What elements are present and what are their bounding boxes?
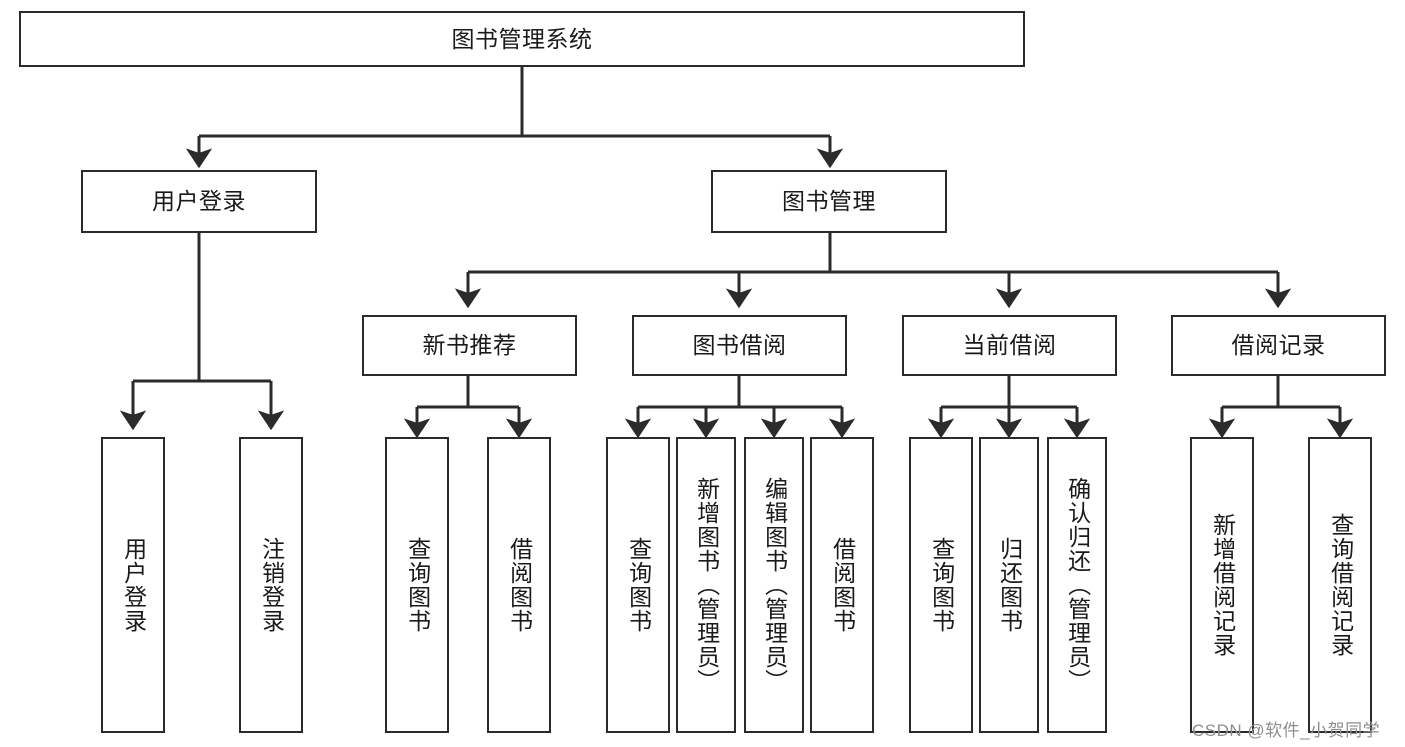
node-new-book-rec[interactable]: 新书推荐 xyxy=(362,315,577,376)
node-borrow-record-label: 借阅记录 xyxy=(1231,332,1326,358)
node-book-borrow-label: 图书借阅 xyxy=(692,332,787,358)
node-leaf-borrow-query-book[interactable]: 查询图书 xyxy=(606,437,670,733)
node-book-manage[interactable]: 图书管理 xyxy=(711,170,947,233)
node-book-manage-label: 图书管理 xyxy=(782,188,876,214)
node-leaf-user-login-label: 用户登录 xyxy=(120,537,147,633)
node-leaf-cur-return-book-label: 归还图书 xyxy=(996,537,1023,633)
node-book-borrow[interactable]: 图书借阅 xyxy=(632,315,847,376)
watermark-label: CSDN @软件_小贺同学 xyxy=(1192,721,1381,740)
node-leaf-rec-add-record[interactable]: 新增借阅记录 xyxy=(1190,437,1254,733)
node-leaf-borrow-edit-book[interactable]: 编辑图书（管理员） xyxy=(744,437,804,733)
node-leaf-cur-query-book-label: 查询图书 xyxy=(928,537,955,633)
node-leaf-rec-query-record[interactable]: 查询借阅记录 xyxy=(1308,437,1372,733)
node-leaf-user-logout-label: 注销登录 xyxy=(258,537,285,633)
node-leaf-rec-query-book[interactable]: 查询图书 xyxy=(385,437,449,733)
node-user-login[interactable]: 用户登录 xyxy=(81,170,317,233)
node-leaf-borrow-edit-book-label: 编辑图书（管理员） xyxy=(761,477,788,693)
node-leaf-rec-query-book-label: 查询图书 xyxy=(404,537,431,633)
node-borrow-record[interactable]: 借阅记录 xyxy=(1171,315,1386,376)
node-leaf-cur-confirm-return-label: 确认归还（管理员） xyxy=(1064,477,1091,693)
node-current-borrow[interactable]: 当前借阅 xyxy=(902,315,1117,376)
node-leaf-cur-confirm-return[interactable]: 确认归还（管理员） xyxy=(1047,437,1107,733)
node-root-label: 图书管理系统 xyxy=(451,25,593,52)
node-current-borrow-label: 当前借阅 xyxy=(962,332,1057,358)
node-leaf-rec-borrow-book[interactable]: 借阅图书 xyxy=(487,437,551,733)
node-leaf-rec-query-record-label: 查询借阅记录 xyxy=(1327,513,1354,657)
node-new-book-rec-label: 新书推荐 xyxy=(422,332,517,358)
node-leaf-cur-query-book[interactable]: 查询图书 xyxy=(909,437,973,733)
node-user-login-label: 用户登录 xyxy=(152,188,246,214)
node-leaf-user-logout[interactable]: 注销登录 xyxy=(239,437,303,733)
node-leaf-borrow-query-book-label: 查询图书 xyxy=(625,537,652,633)
node-leaf-borrow-borrow-book[interactable]: 借阅图书 xyxy=(810,437,874,733)
node-leaf-rec-add-record-label: 新增借阅记录 xyxy=(1209,513,1236,657)
node-leaf-borrow-add-book-label: 新增图书（管理员） xyxy=(693,477,720,693)
node-root[interactable]: 图书管理系统 xyxy=(19,11,1025,67)
node-leaf-cur-return-book[interactable]: 归还图书 xyxy=(979,437,1039,733)
node-leaf-user-login[interactable]: 用户登录 xyxy=(101,437,165,733)
node-leaf-rec-borrow-book-label: 借阅图书 xyxy=(506,537,533,633)
node-leaf-borrow-borrow-book-label: 借阅图书 xyxy=(829,537,856,633)
node-leaf-borrow-add-book[interactable]: 新增图书（管理员） xyxy=(676,437,736,733)
